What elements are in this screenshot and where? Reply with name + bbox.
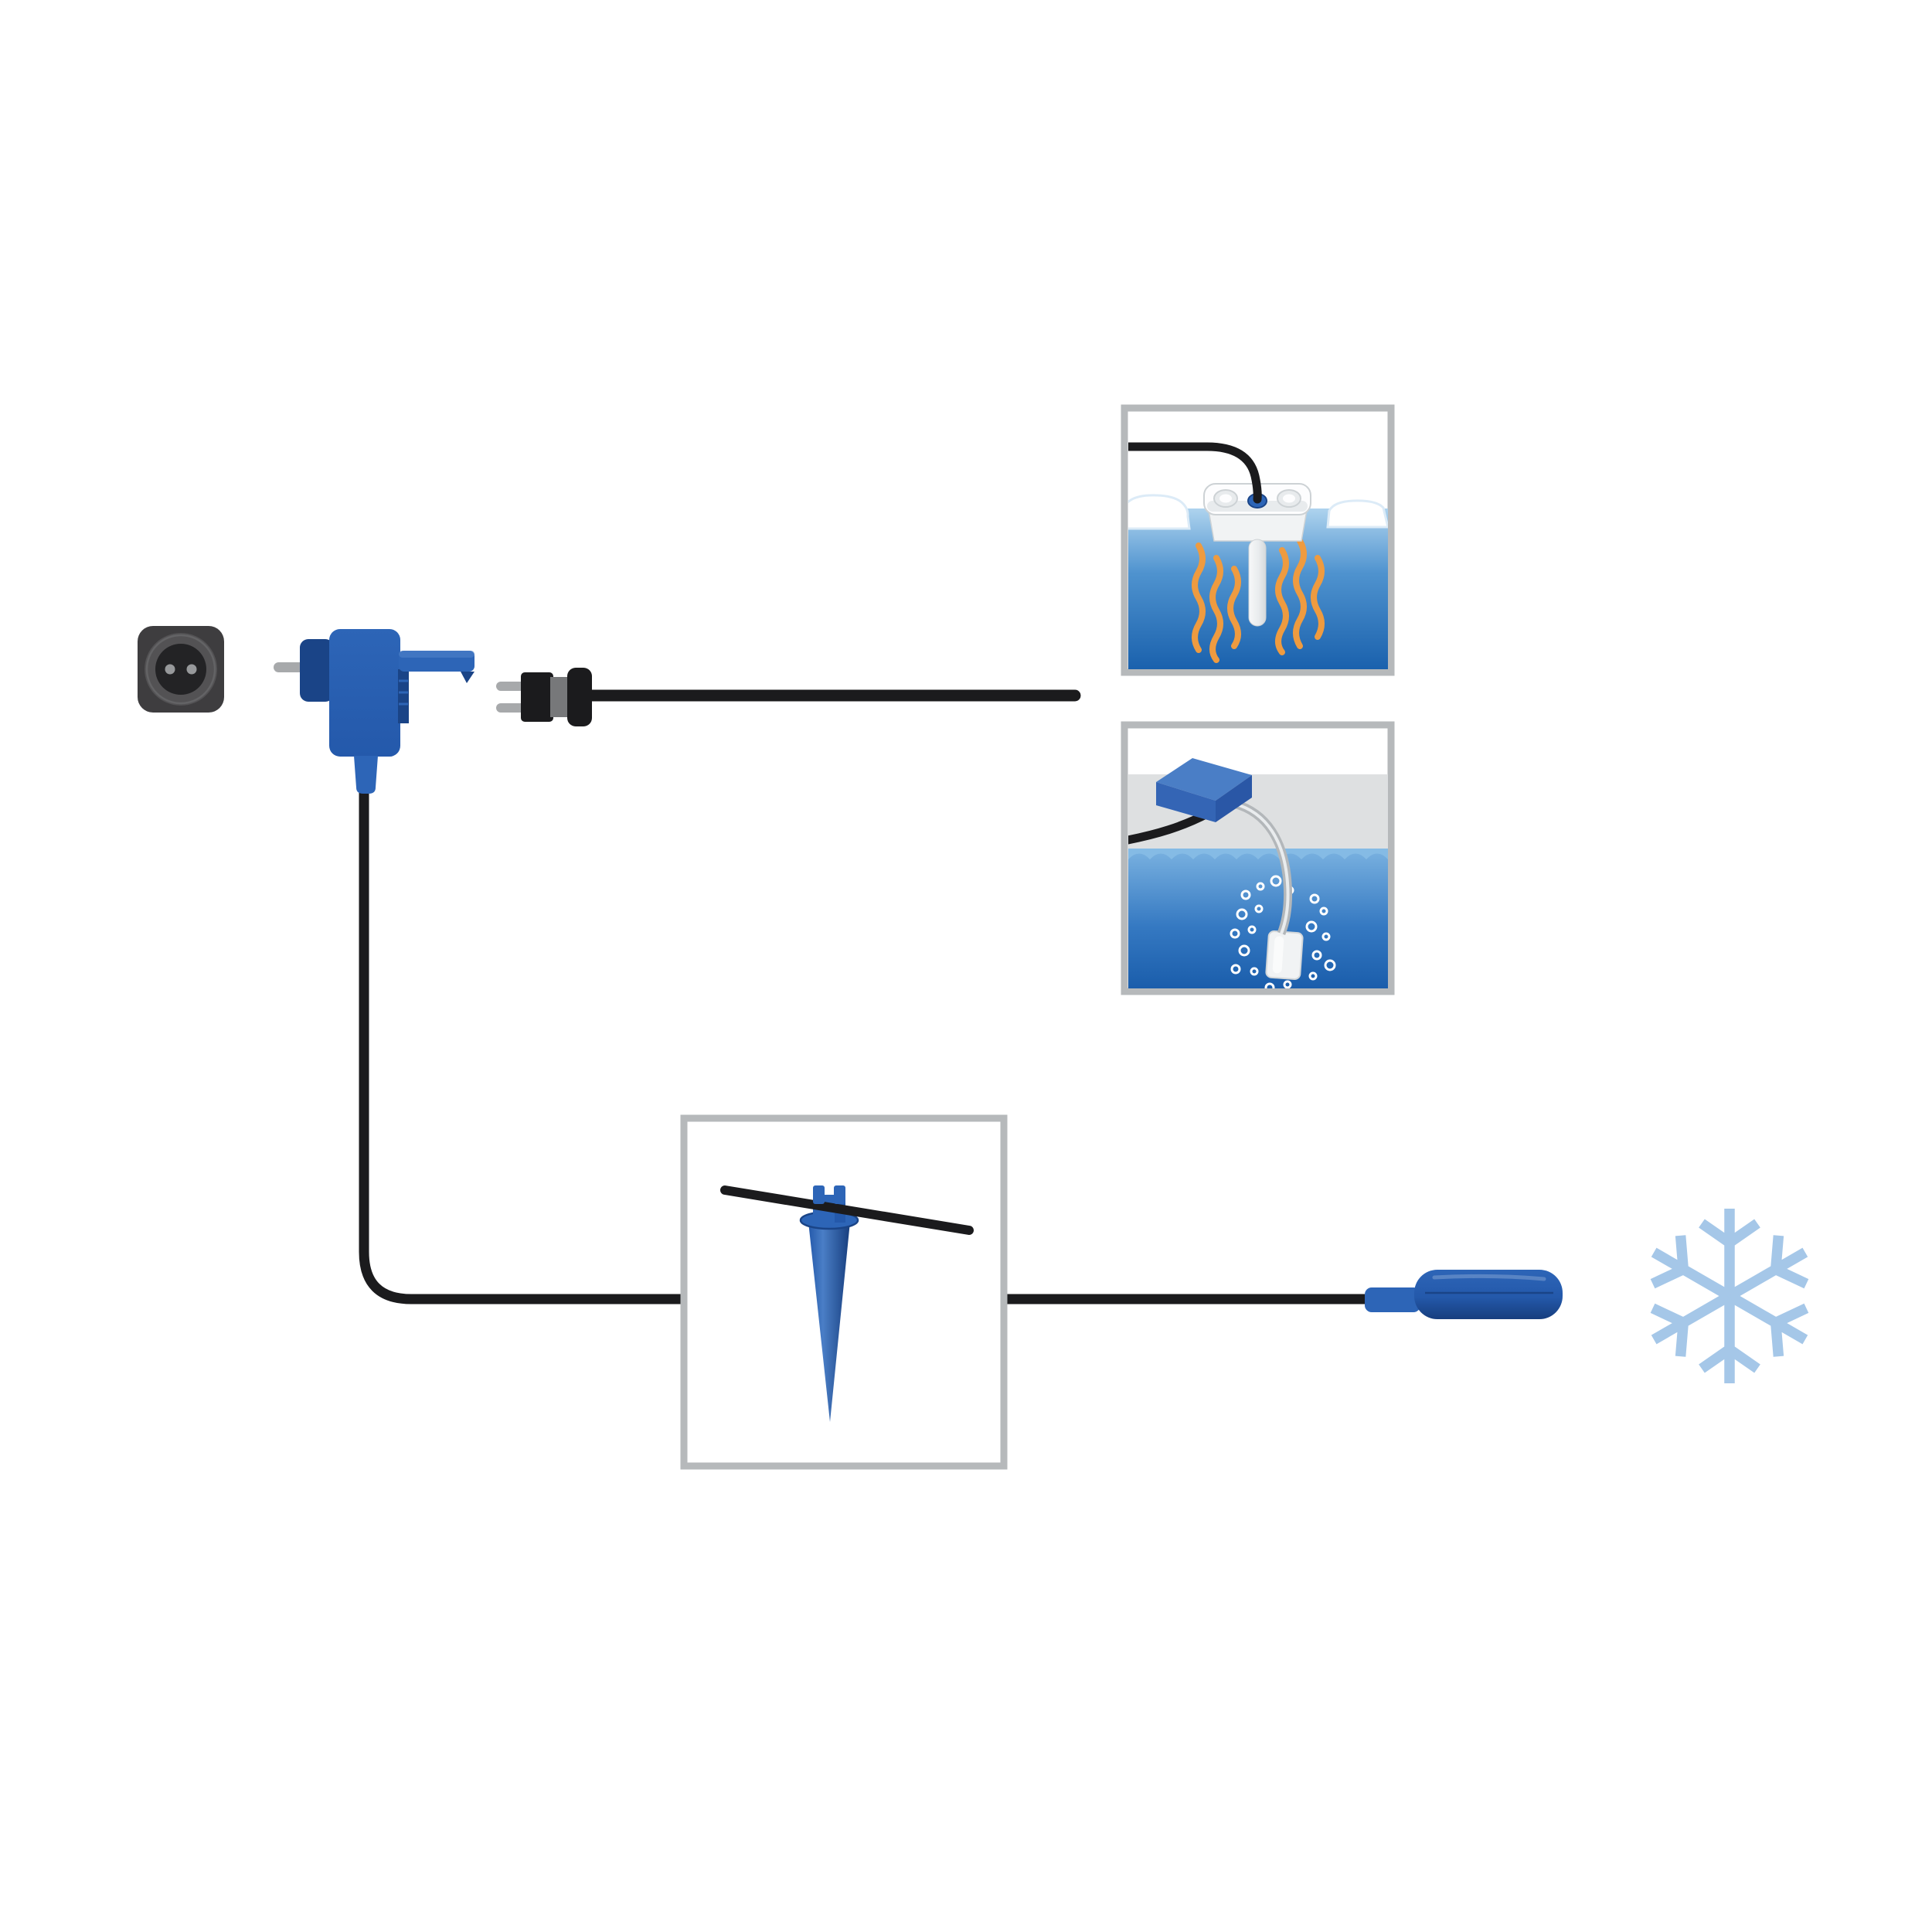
air-hose <box>1233 799 1293 935</box>
plug-pin <box>496 703 526 713</box>
socket-pin-hole <box>186 664 197 675</box>
stake-clip-prong <box>834 1185 845 1204</box>
air-pump <box>1156 758 1252 822</box>
heater-tube <box>1248 539 1267 627</box>
scene-cable <box>720 1185 974 1235</box>
water-surface-waves <box>1128 849 1388 859</box>
air-pump-scene-icon <box>1121 721 1395 995</box>
power-adapter-icon <box>274 629 474 794</box>
ice-preventer-scene-icon <box>1121 404 1395 676</box>
ice-floe <box>1326 499 1388 529</box>
ground-stake <box>720 1185 974 1422</box>
euro-plug-icon <box>496 668 592 726</box>
snowflake-icon <box>1650 1209 1809 1383</box>
plug-pin <box>496 682 526 691</box>
ground-stake-scene-icon <box>680 1114 1008 1470</box>
temperature-sensor-icon <box>1365 1270 1563 1319</box>
scene-cable <box>1128 442 1262 504</box>
water <box>1128 850 1388 988</box>
socket-pin-hole <box>165 664 175 675</box>
adapter-arm <box>399 651 474 683</box>
air-stone <box>1265 930 1304 980</box>
adapter-strain-relief <box>354 756 378 794</box>
wall-socket-icon <box>138 626 224 713</box>
stake-clip-prong <box>813 1185 825 1204</box>
power-cable <box>359 689 1372 1304</box>
heat-waves <box>1192 538 1325 663</box>
ice-floe <box>1128 494 1191 530</box>
stake-spike <box>808 1222 850 1422</box>
